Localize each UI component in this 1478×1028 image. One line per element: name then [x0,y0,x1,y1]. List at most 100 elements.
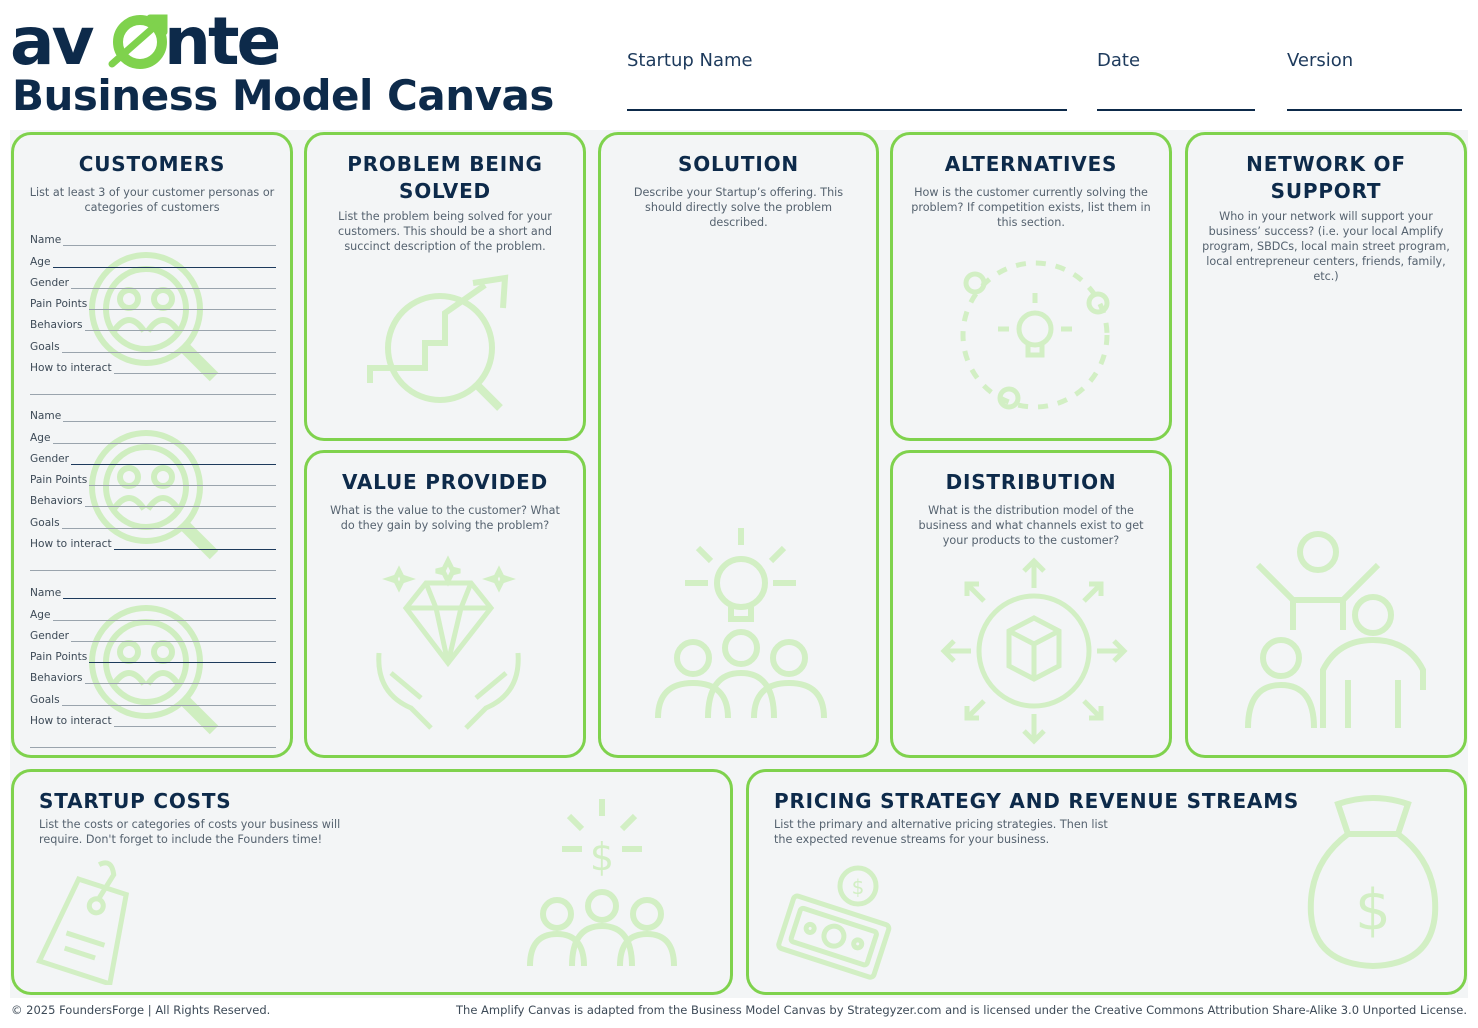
customers-card[interactable]: CUSTOMERS List at least 3 of your custom… [11,132,293,758]
field-label: Gender [30,452,72,465]
persona-field[interactable]: Name [30,581,276,602]
persona-extra-line[interactable] [30,377,276,397]
alternatives-description: How is the customer currently solving th… [911,186,1151,229]
persona-field[interactable]: Age [30,249,276,270]
startup-name-field[interactable] [627,109,1067,111]
solution-title: SOLUTION [678,152,799,176]
problem-description: List the problem being solved for your c… [338,210,552,253]
persona-3-fields[interactable]: Name Age Gender Pain Points Behaviors Go… [30,581,276,750]
svg-text:$: $ [590,835,614,879]
persona-field[interactable]: Gender [30,271,276,292]
svg-text:av: av [10,6,95,74]
persona-field[interactable]: Age [30,425,276,446]
problem-title: PROBLEM BEING SOLVED [347,152,543,203]
diamond-hands-icon [376,555,521,730]
license-text: The Amplify Canvas is adapted from the B… [456,1003,1467,1017]
field-label: Goals [30,340,62,353]
distribution-title: DISTRIBUTION [945,470,1117,494]
box-arrows-icon [940,557,1128,745]
value-description: What is the value to the customer? What … [330,504,560,532]
field-label: Name [30,410,64,423]
field-label: Age [30,431,53,444]
cash-coin-icon: $ [776,865,892,980]
field-label: Gender [30,629,72,642]
copyright-text: © 2025 FoundersForge | All Rights Reserv… [11,1003,271,1017]
svg-text:$: $ [1355,878,1391,943]
date-label: Date [1097,50,1141,71]
dollar-team-icon: $ [527,799,677,967]
customer-search-icon [89,252,219,382]
distribution-card[interactable]: DISTRIBUTION What is the distribution mo… [890,450,1172,758]
persona-field[interactable]: Goals [30,510,276,531]
persona-field[interactable]: Goals [30,334,276,355]
persona-field[interactable]: Behaviors [30,489,276,510]
date-field[interactable] [1097,109,1255,111]
customers-title: CUSTOMERS [78,152,226,176]
people-support-icon [1245,531,1426,729]
version-label: Version [1287,50,1354,71]
solution-card[interactable]: SOLUTION Describe your Startup’s offerin… [598,132,879,758]
alternatives-card[interactable]: ALTERNATIVES How is the customer current… [890,132,1172,441]
money-bag-icon: $ [1307,795,1439,970]
growth-magnifier-icon [367,274,509,411]
alternatives-title: ALTERNATIVES [944,152,1118,176]
pricing-title: PRICING STRATEGY AND REVENUE STREAMS [774,789,1300,813]
field-label: Goals [30,693,62,706]
lightbulb-team-icon [655,528,827,719]
solution-description: Describe your Startup’s offering. This s… [633,186,844,229]
field-label: Gender [30,276,72,289]
network-description: Who in your network will support your bu… [1202,210,1450,283]
page-title: Business Model Canvas [12,71,554,120]
persona-field[interactable]: Gender [30,624,276,645]
field-label: Pain Points [30,651,90,664]
version-field[interactable] [1287,109,1462,111]
persona-field[interactable]: How to interact [30,356,276,377]
pricing-description: List the primary and alternative pricing… [774,818,1108,846]
persona-field[interactable]: Name [30,228,276,249]
field-label: Behaviors [30,319,85,332]
persona-1-fields[interactable]: Name Age Gender Pain Points Behaviors Go… [30,228,276,397]
persona-field[interactable]: How to interact [30,532,276,553]
network-title: NETWORK OF SUPPORT [1246,152,1406,203]
persona-2-fields[interactable]: Name Age Gender Pain Points Behaviors Go… [30,404,276,573]
field-label: Age [30,255,53,268]
field-label: Behaviors [30,672,85,685]
persona-field[interactable]: Name [30,404,276,425]
svg-text:nte: nte [164,6,279,74]
field-label: Behaviors [30,495,85,508]
field-label: How to interact [30,362,114,375]
persona-field[interactable]: Goals [30,687,276,708]
persona-field[interactable]: Pain Points [30,645,276,666]
startup-name-label: Startup Name [627,50,753,71]
problem-card[interactable]: PROBLEM BEING SOLVED List the problem be… [304,132,586,441]
field-label: How to interact [30,538,114,551]
persona-extra-line[interactable] [30,553,276,573]
persona-field[interactable]: Gender [30,447,276,468]
customer-search-icon-3 [89,605,219,735]
field-label: Name [30,234,64,247]
persona-field[interactable]: How to interact [30,709,276,730]
lightbulb-cycle-icon [960,260,1110,410]
field-label: Age [30,608,53,621]
svg-text:$: $ [852,875,865,899]
persona-field[interactable]: Age [30,602,276,623]
persona-field[interactable]: Behaviors [30,666,276,687]
field-label: Goals [30,516,62,529]
price-tag-icon [36,860,130,985]
distribution-description: What is the distribution model of the bu… [918,504,1144,547]
persona-field[interactable]: Behaviors [30,313,276,334]
network-card[interactable]: NETWORK OF SUPPORT Who in your network w… [1185,132,1467,758]
costs-card[interactable]: STARTUP COSTS List the costs or categori… [11,769,733,995]
customers-description: List at least 3 of your customer persona… [29,186,275,214]
avante-logo: av nte [10,3,300,80]
field-label: Pain Points [30,298,90,311]
value-title: VALUE PROVIDED [341,470,548,494]
persona-extra-line[interactable] [30,730,276,750]
persona-field[interactable]: Pain Points [30,292,276,313]
logo-mark: av nte [10,3,282,80]
field-label: Pain Points [30,474,90,487]
field-label: Name [30,587,64,600]
pricing-card[interactable]: PRICING STRATEGY AND REVENUE STREAMS Lis… [746,769,1467,995]
persona-field[interactable]: Pain Points [30,468,276,489]
value-card[interactable]: VALUE PROVIDED What is the value to the … [304,450,586,758]
